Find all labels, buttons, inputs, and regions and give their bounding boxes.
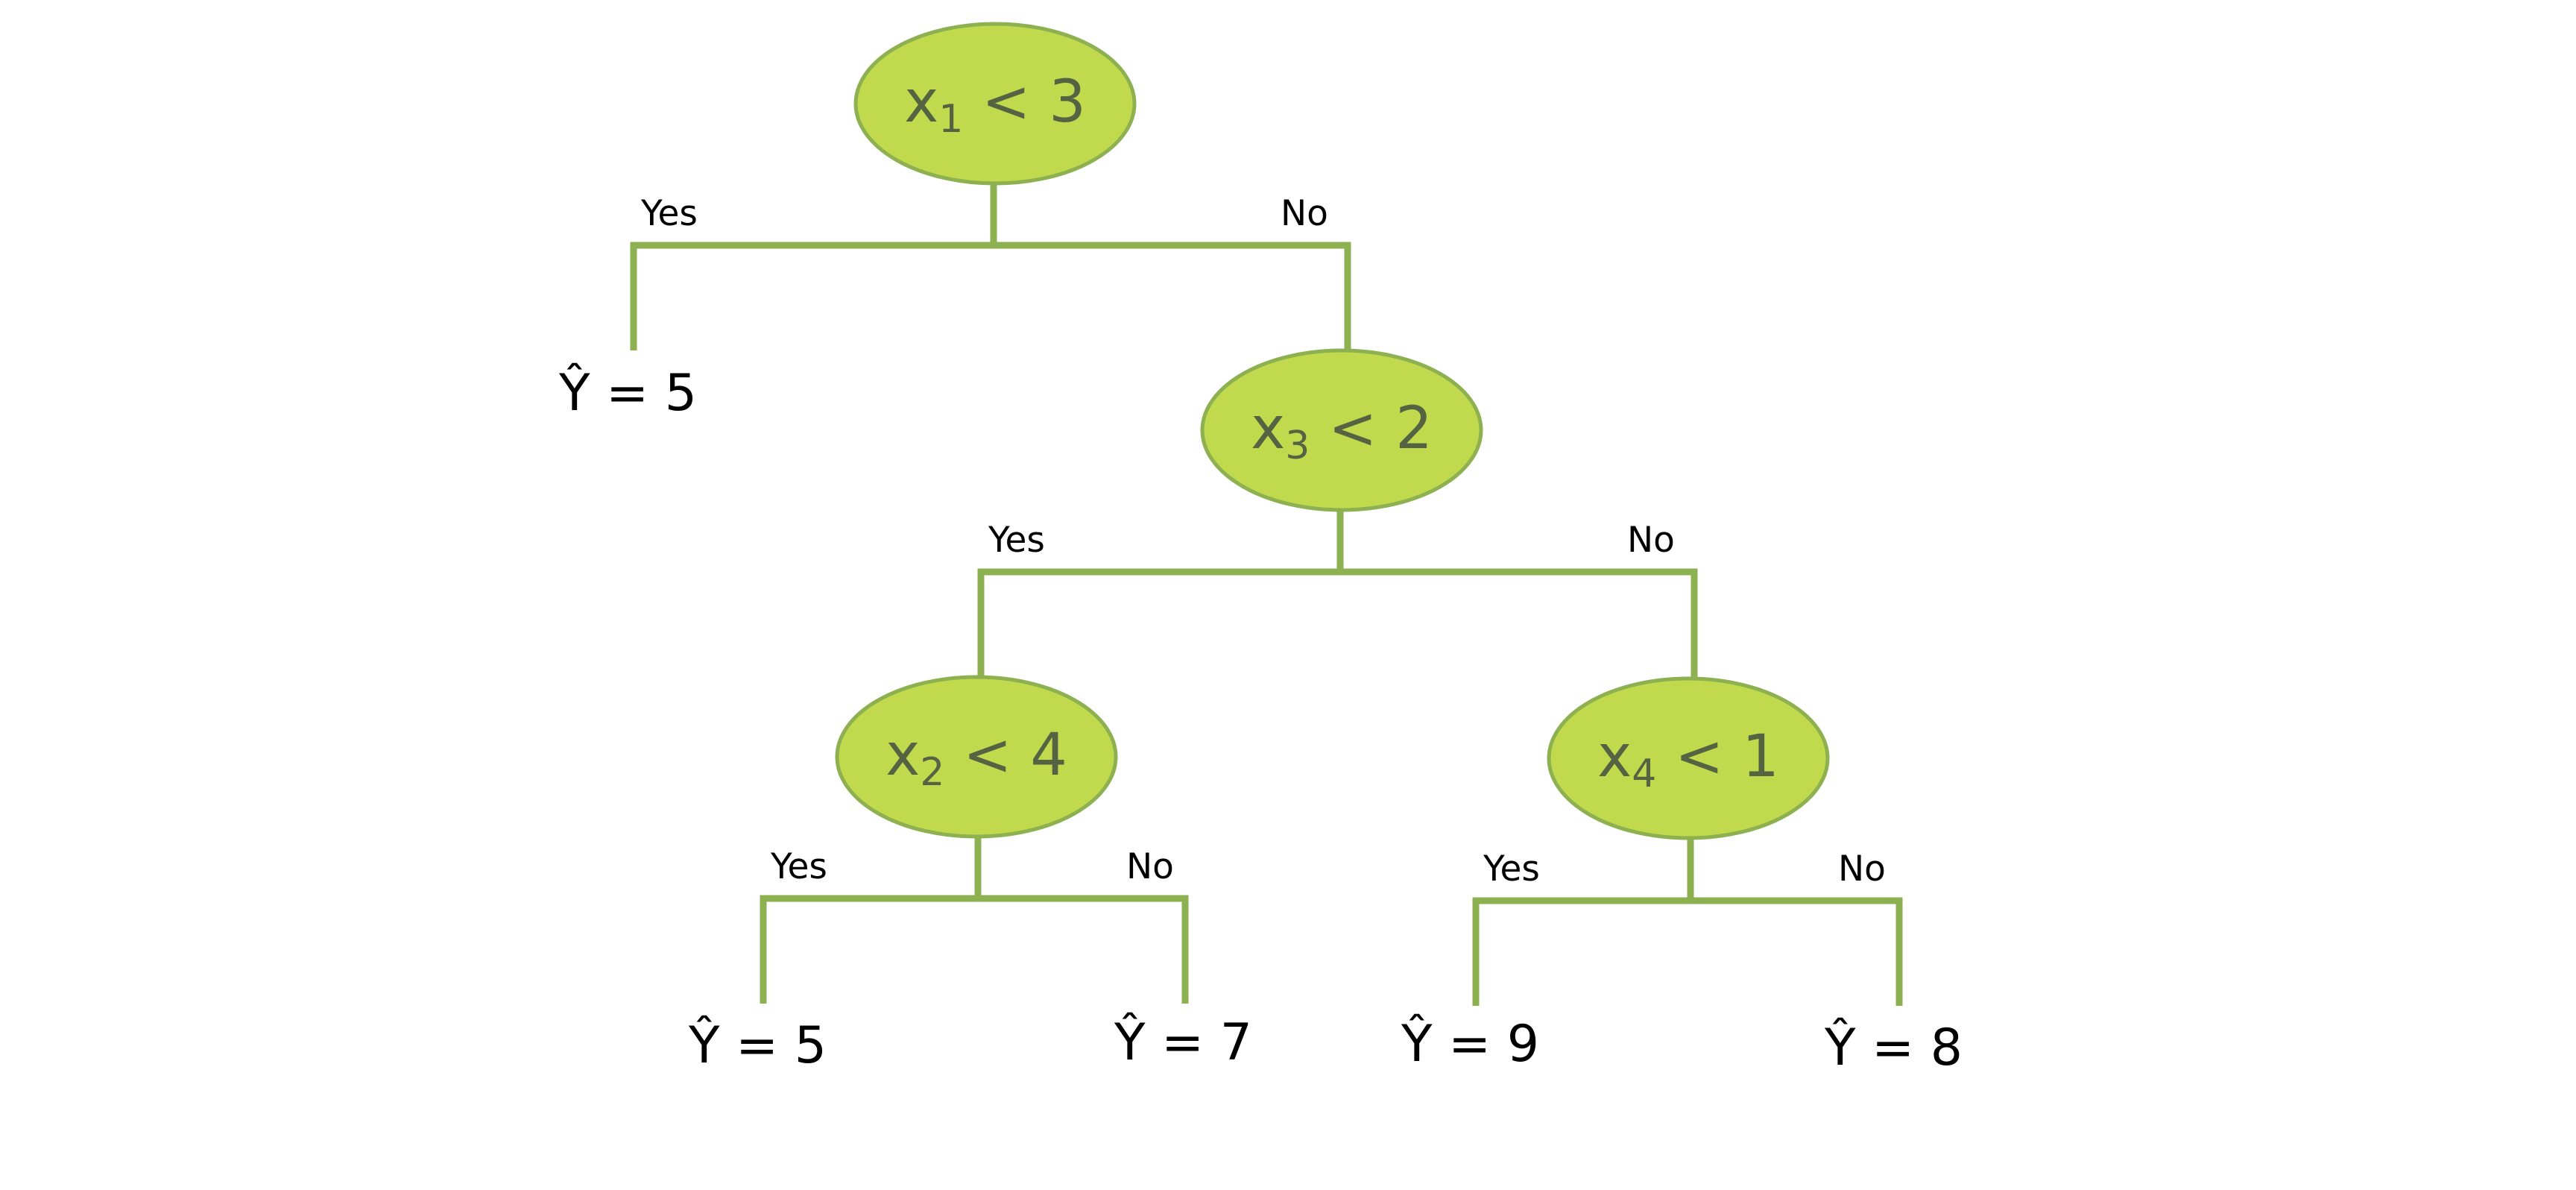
x2-no-label: No [1126, 846, 1174, 887]
leaf-x4-yes: Ŷ = 9 [1401, 1014, 1539, 1074]
x4-no-label: No [1838, 849, 1886, 890]
x3-yes-label: Yes [988, 520, 1045, 561]
x2-yes-label: Yes [770, 846, 827, 887]
x3-no-label: No [1627, 520, 1675, 561]
node-x2-lt-4: x2 < 4 [835, 675, 1118, 839]
node-x3-lt-2: x3 < 2 [1200, 348, 1483, 512]
node-x1-label: x1 < 3 [904, 69, 1086, 142]
x4-branches [1472, 838, 1903, 1006]
node-x4-label: x4 < 1 [1597, 723, 1779, 796]
node-x2-label: x2 < 4 [886, 722, 1067, 795]
root-no-label: No [1281, 193, 1328, 234]
x4-yes-label: Yes [1483, 849, 1540, 890]
node-x3-label: x3 < 2 [1251, 395, 1433, 468]
x2-branches [760, 837, 1189, 1004]
root-yes-label: Yes [640, 193, 698, 234]
leaf-root-yes: Ŷ = 5 [558, 363, 697, 423]
node-x1-lt-3: x1 < 3 [853, 22, 1137, 186]
node-x4-lt-1: x4 < 1 [1547, 676, 1830, 840]
leaf-x2-yes: Ŷ = 5 [688, 1016, 827, 1075]
root-branches [630, 182, 1351, 350]
leaf-x2-no: Ŷ = 7 [1114, 1013, 1252, 1072]
x3-branches [977, 511, 1698, 679]
leaf-x4-no: Ŷ = 8 [1824, 1018, 1963, 1077]
